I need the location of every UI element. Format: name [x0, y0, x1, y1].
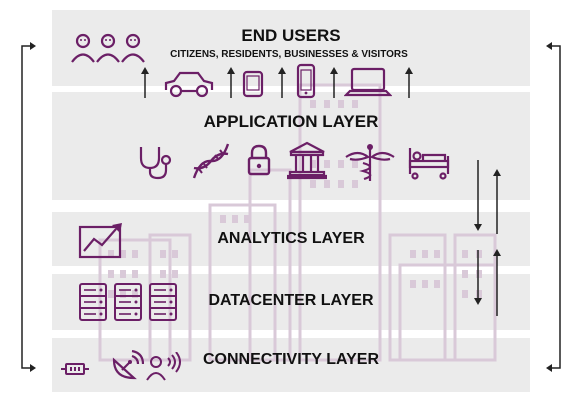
- analytics-layer-title: ANALYTICS LAYER: [217, 230, 365, 247]
- laptop-icon: [344, 67, 392, 97]
- end-users-band: [52, 10, 530, 86]
- padlock-icon: [247, 144, 271, 176]
- government-building-icon: [287, 141, 327, 180]
- car-icon: [164, 71, 214, 98]
- server-rack-icon: [79, 283, 177, 321]
- network-connector-icon: [61, 363, 89, 375]
- tablet-icon: [242, 70, 264, 98]
- dna-icon: [192, 143, 230, 179]
- people-group-icon: [71, 33, 145, 63]
- satellite-dish-icon: [112, 350, 144, 380]
- connectivity-layer-title: CONNECTIVITY LAYER: [202, 351, 380, 368]
- datacenter-layer-title: DATACENTER LAYER: [208, 292, 374, 309]
- application-layer-title: APPLICATION LAYER: [203, 112, 379, 131]
- end-users-subtitle: CITIZENS, RESIDENTS, BUSINESSES & VISITO…: [170, 49, 408, 60]
- end-users-title: END USERS: [241, 26, 341, 45]
- smartphone-icon: [296, 63, 316, 99]
- caduceus-icon: [345, 144, 395, 181]
- user-signal-icon: [146, 352, 181, 381]
- stethoscope-icon: [139, 147, 172, 180]
- line-chart-icon: [78, 223, 122, 259]
- hospital-bed-icon: [408, 148, 450, 180]
